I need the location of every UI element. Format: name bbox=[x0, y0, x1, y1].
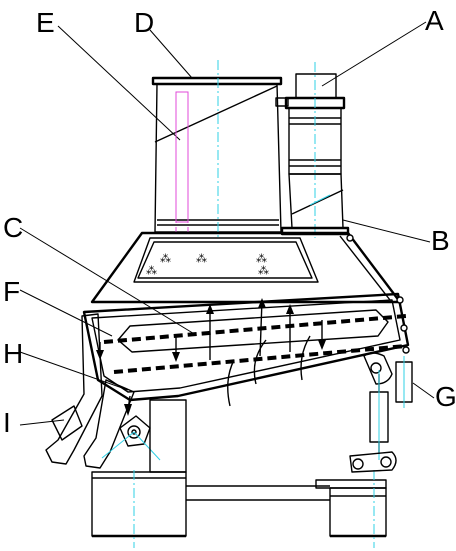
label-b: B bbox=[431, 225, 450, 256]
feed-hopper bbox=[151, 60, 283, 240]
svg-text:⁂: ⁂ bbox=[146, 264, 157, 277]
leader-b bbox=[342, 219, 431, 243]
leader-g bbox=[412, 382, 435, 399]
leader-f bbox=[19, 289, 113, 337]
label-f: F bbox=[3, 276, 20, 307]
drive-linkage bbox=[349, 352, 413, 473]
label-h: H bbox=[3, 338, 23, 369]
airflow-arrows bbox=[96, 298, 326, 407]
upper-screen bbox=[103, 314, 407, 344]
leader-h bbox=[19, 351, 129, 391]
svg-text:⁂: ⁂ bbox=[196, 252, 207, 265]
rear-foot bbox=[329, 487, 387, 537]
support-base bbox=[91, 399, 387, 548]
housing-outline bbox=[90, 231, 402, 304]
fan-motor-cap bbox=[295, 73, 337, 99]
outlet-chute-h bbox=[83, 379, 135, 469]
leader-d bbox=[149, 29, 193, 79]
air-duct bbox=[288, 173, 344, 229]
label-e: E bbox=[36, 7, 55, 38]
sieve-body bbox=[82, 292, 410, 402]
base-pedestal bbox=[91, 471, 187, 537]
inspection-window bbox=[133, 237, 319, 283]
labels: E D A B C F G H I bbox=[3, 5, 456, 438]
label-d: D bbox=[134, 7, 154, 38]
discharge-chutes bbox=[45, 313, 135, 469]
hopper-top-flange bbox=[151, 76, 283, 86]
svg-text:⁂: ⁂ bbox=[160, 252, 171, 265]
hopper-inner-gate bbox=[175, 91, 189, 223]
outlet-chute-i bbox=[45, 313, 103, 465]
leader-i bbox=[19, 419, 65, 426]
pivot-joint bbox=[101, 415, 161, 461]
hopper-baffle bbox=[154, 85, 278, 143]
upper-housing: ⁂ ⁂ ⁂ ⁂ ⁂ bbox=[90, 231, 402, 304]
label-g: G bbox=[435, 381, 456, 412]
outlet-mouth-i bbox=[51, 405, 83, 441]
leader-e bbox=[57, 25, 181, 141]
eccentric-bracket bbox=[363, 352, 393, 385]
window-hatching: ⁂ ⁂ ⁂ ⁂ ⁂ bbox=[146, 252, 269, 277]
upper-chamber bbox=[117, 309, 389, 353]
linkage-crank bbox=[349, 451, 397, 473]
svg-text:⁂: ⁂ bbox=[256, 252, 267, 265]
lower-screen bbox=[113, 344, 407, 374]
svg-text:⁂: ⁂ bbox=[258, 264, 269, 277]
sieve-frame bbox=[82, 292, 410, 402]
label-a: A bbox=[425, 5, 444, 36]
label-c: C bbox=[3, 212, 23, 243]
leader-a bbox=[321, 21, 427, 87]
fan-assembly bbox=[275, 62, 350, 238]
label-i: I bbox=[3, 407, 11, 438]
